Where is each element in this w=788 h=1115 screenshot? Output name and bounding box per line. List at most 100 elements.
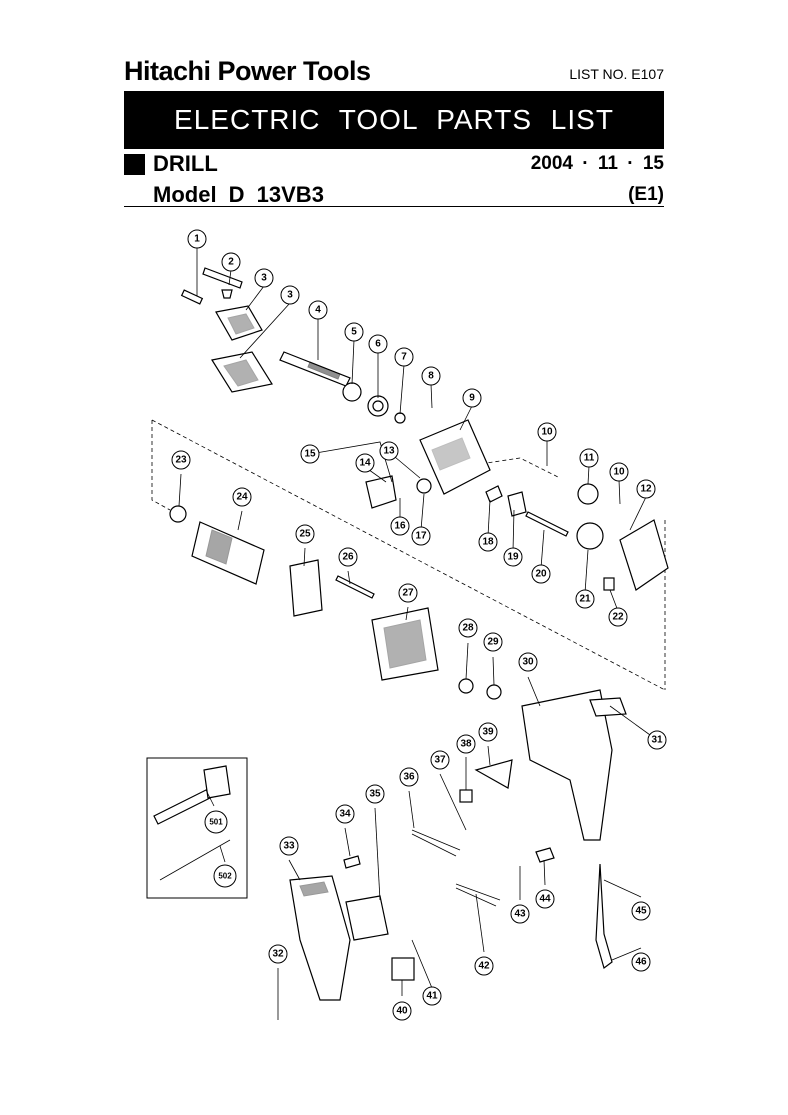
callout-16: 16 [390, 516, 410, 536]
callout-3-lower: 3 [280, 285, 300, 305]
callout-3-upper: 3 [254, 268, 274, 288]
callout-25: 25 [295, 524, 315, 544]
bearing-23 [169, 505, 187, 523]
drill-chuck-lower [211, 351, 273, 393]
label-plate [603, 577, 615, 591]
gear-cover [419, 419, 491, 495]
callout-42: 42 [474, 956, 494, 976]
svg-text:24: 24 [236, 492, 248, 503]
callout-bubbles: 1 2 3 3 4 5 6 7 8 9 10 10 11 12 13 14 15… [171, 229, 667, 1021]
washer [394, 412, 406, 424]
callout-19: 19 [503, 547, 523, 567]
callout-15: 15 [300, 444, 320, 464]
callout-44: 44 [535, 889, 555, 909]
svg-text:1: 1 [194, 234, 200, 245]
svg-text:17: 17 [415, 531, 427, 542]
svg-text:42: 42 [478, 961, 490, 972]
callout-32: 32 [268, 944, 288, 964]
callout-34: 34 [335, 804, 355, 824]
callout-17: 17 [411, 526, 431, 546]
callout-502: 502 [213, 864, 237, 888]
callout-22: 22 [608, 607, 628, 627]
callout-13: 13 [379, 441, 399, 461]
callout-7: 7 [394, 347, 414, 367]
gears [576, 483, 604, 550]
svg-text:45: 45 [635, 906, 647, 917]
switch [345, 895, 389, 941]
screw-26 [335, 575, 375, 599]
callout-35: 35 [365, 784, 385, 804]
callout-36: 36 [399, 767, 419, 787]
callout-2: 2 [221, 252, 241, 272]
armature [191, 521, 265, 585]
callout-4: 4 [308, 300, 328, 320]
svg-text:12: 12 [640, 484, 652, 495]
category-label: DRILL [153, 151, 218, 176]
callout-31: 31 [647, 730, 667, 750]
callout-12: 12 [636, 479, 656, 499]
svg-text:19: 19 [507, 552, 519, 563]
callout-8: 8 [421, 366, 441, 386]
svg-text:20: 20 [535, 569, 547, 580]
svg-text:44: 44 [539, 894, 551, 905]
bearings-28-29 [458, 678, 502, 700]
side-handle-box [146, 757, 248, 899]
document-banner: ELECTRIC TOOL PARTS LIST [124, 91, 664, 149]
svg-text:10: 10 [613, 467, 625, 478]
callout-28: 28 [458, 618, 478, 638]
svg-text:4: 4 [315, 305, 321, 316]
svg-text:40: 40 [396, 1006, 408, 1017]
model-label: Model D 13VB3 [153, 182, 324, 207]
callout-45: 45 [631, 901, 651, 921]
svg-text:501: 501 [209, 818, 223, 827]
callout-1: 1 [187, 229, 207, 249]
change-knob [365, 475, 397, 509]
callout-24: 24 [232, 487, 252, 507]
chuck-key-assembly [180, 267, 243, 305]
fan-guide [289, 559, 323, 617]
callout-46: 46 [631, 952, 651, 972]
gear-housing [619, 519, 669, 591]
capacitor [391, 957, 415, 981]
svg-text:23: 23 [175, 455, 187, 466]
internal-wires [411, 829, 501, 907]
svg-text:30: 30 [522, 657, 534, 668]
callout-30: 30 [518, 652, 538, 672]
issue-date: 2004 · 11 · 15 [530, 153, 664, 174]
brand-title: Hitachi Power Tools [124, 56, 371, 86]
leader-lines [178, 246, 658, 1020]
svg-text:21: 21 [579, 594, 591, 605]
cord [595, 863, 613, 970]
svg-text:5: 5 [351, 327, 357, 338]
svg-text:34: 34 [339, 809, 351, 820]
svg-text:13: 13 [383, 446, 395, 457]
stator [371, 607, 439, 681]
svg-text:8: 8 [428, 371, 434, 382]
svg-text:43: 43 [514, 909, 526, 920]
callout-14: 14 [355, 453, 375, 473]
o-ring [416, 478, 432, 494]
callout-18: 18 [478, 532, 498, 552]
small-parts [485, 485, 569, 537]
svg-text:35: 35 [369, 789, 381, 800]
svg-text:10: 10 [541, 427, 553, 438]
svg-text:11: 11 [584, 453, 595, 464]
assembly-guides [151, 419, 666, 691]
svg-text:33: 33 [283, 841, 295, 852]
bullet-square [124, 154, 145, 175]
svg-text:18: 18 [482, 537, 494, 548]
callout-41: 41 [422, 986, 442, 1006]
svg-text:29: 29 [487, 637, 499, 648]
callout-39: 39 [478, 722, 498, 742]
ball-bearing [367, 395, 389, 417]
callout-10-left: 10 [537, 422, 557, 442]
callout-40: 40 [392, 1001, 412, 1021]
callout-11: 11 [579, 448, 599, 468]
svg-text:2: 2 [228, 257, 234, 268]
retaining-ring [342, 382, 362, 402]
callout-501: 501 [204, 810, 228, 834]
callout-20: 20 [531, 564, 551, 584]
svg-text:26: 26 [342, 552, 354, 563]
svg-text:502: 502 [218, 872, 232, 881]
